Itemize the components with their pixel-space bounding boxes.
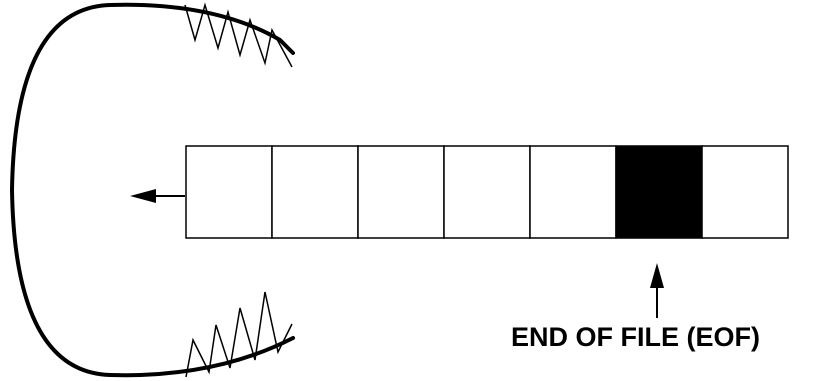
buffer-cell <box>702 146 788 238</box>
buffer-cell <box>444 146 530 238</box>
lower-teeth <box>186 292 292 377</box>
buffer-cell <box>530 146 616 238</box>
buffer-cell <box>186 146 272 238</box>
buffer-cell <box>272 146 358 238</box>
eof-cell <box>616 146 702 238</box>
buffer-cells <box>186 146 788 238</box>
arrow-left-icon <box>130 189 185 203</box>
arrow-up-icon <box>650 263 664 318</box>
upper-teeth <box>185 5 292 67</box>
eof-label: END OF FILE (EOF) <box>511 322 760 352</box>
buffer-cell <box>358 146 444 238</box>
